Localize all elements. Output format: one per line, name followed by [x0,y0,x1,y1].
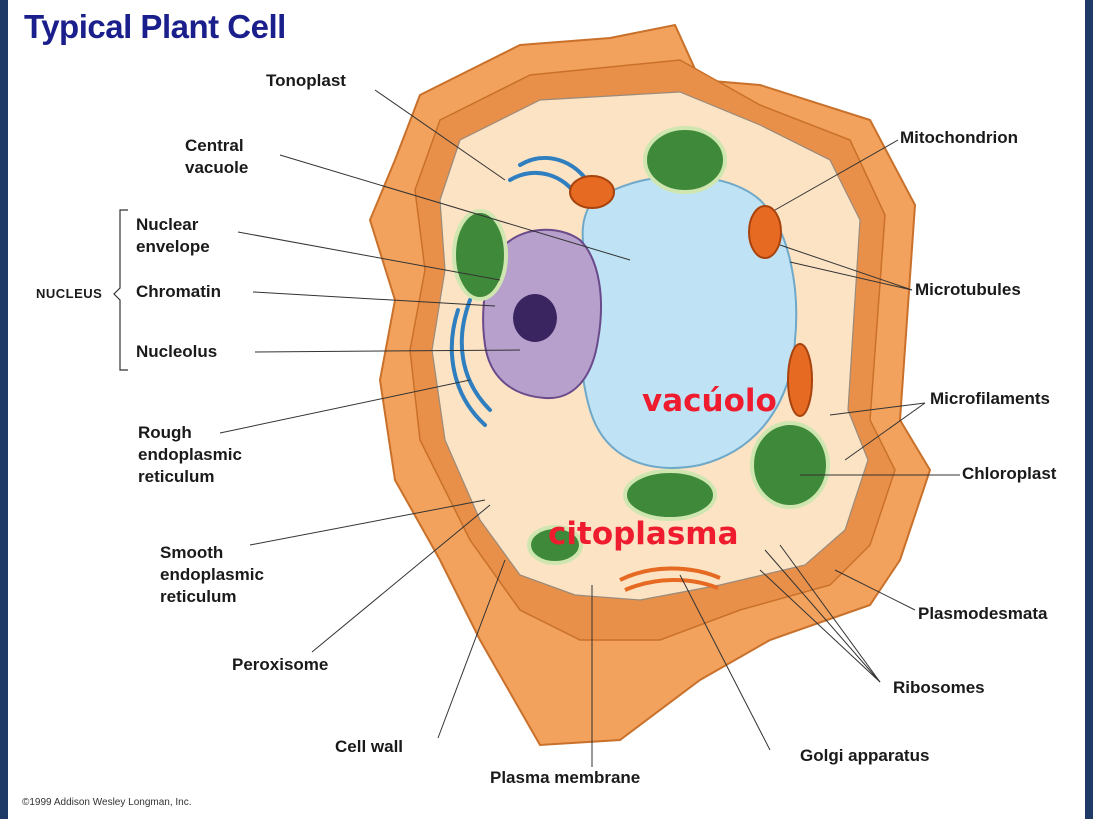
nucleus-bracket [114,210,128,370]
label-nucleolus: Nucleolus [136,341,217,363]
label-tonoplast: Tonoplast [266,70,346,92]
annotation-vacuolo: vacúolo [642,383,777,419]
diagram-title: Typical Plant Cell [24,8,286,46]
label-microtubules: Microtubules [915,279,1021,301]
label-peroxisome: Peroxisome [232,654,328,676]
label-chloroplast: Chloroplast [962,463,1056,485]
nucleolus-shape [513,294,557,342]
annotation-citoplasma: citoplasma [548,516,739,552]
label-chromatin: Chromatin [136,281,221,303]
label-microfilaments: Microfilaments [930,388,1050,410]
label-plasmodesmata: Plasmodesmata [918,603,1047,625]
label-ribosomes: Ribosomes [893,677,985,699]
label-smooth-er: Smooth endoplasmic reticulum [160,542,310,608]
label-plasma-membrane: Plasma membrane [490,767,640,789]
label-nuclear-envelope: Nuclear envelope [136,214,246,258]
label-nucleus-group: NUCLEUS [36,286,102,301]
copyright-text: ©1999 Addison Wesley Longman, Inc. [22,797,192,808]
label-central-vacuole: Central vacuole [185,135,285,179]
label-mitochondrion: Mitochondrion [900,127,1018,149]
label-rough-er: Rough endoplasmic reticulum [138,422,288,488]
label-golgi-apparatus: Golgi apparatus [800,745,929,767]
label-cell-wall: Cell wall [335,736,403,758]
